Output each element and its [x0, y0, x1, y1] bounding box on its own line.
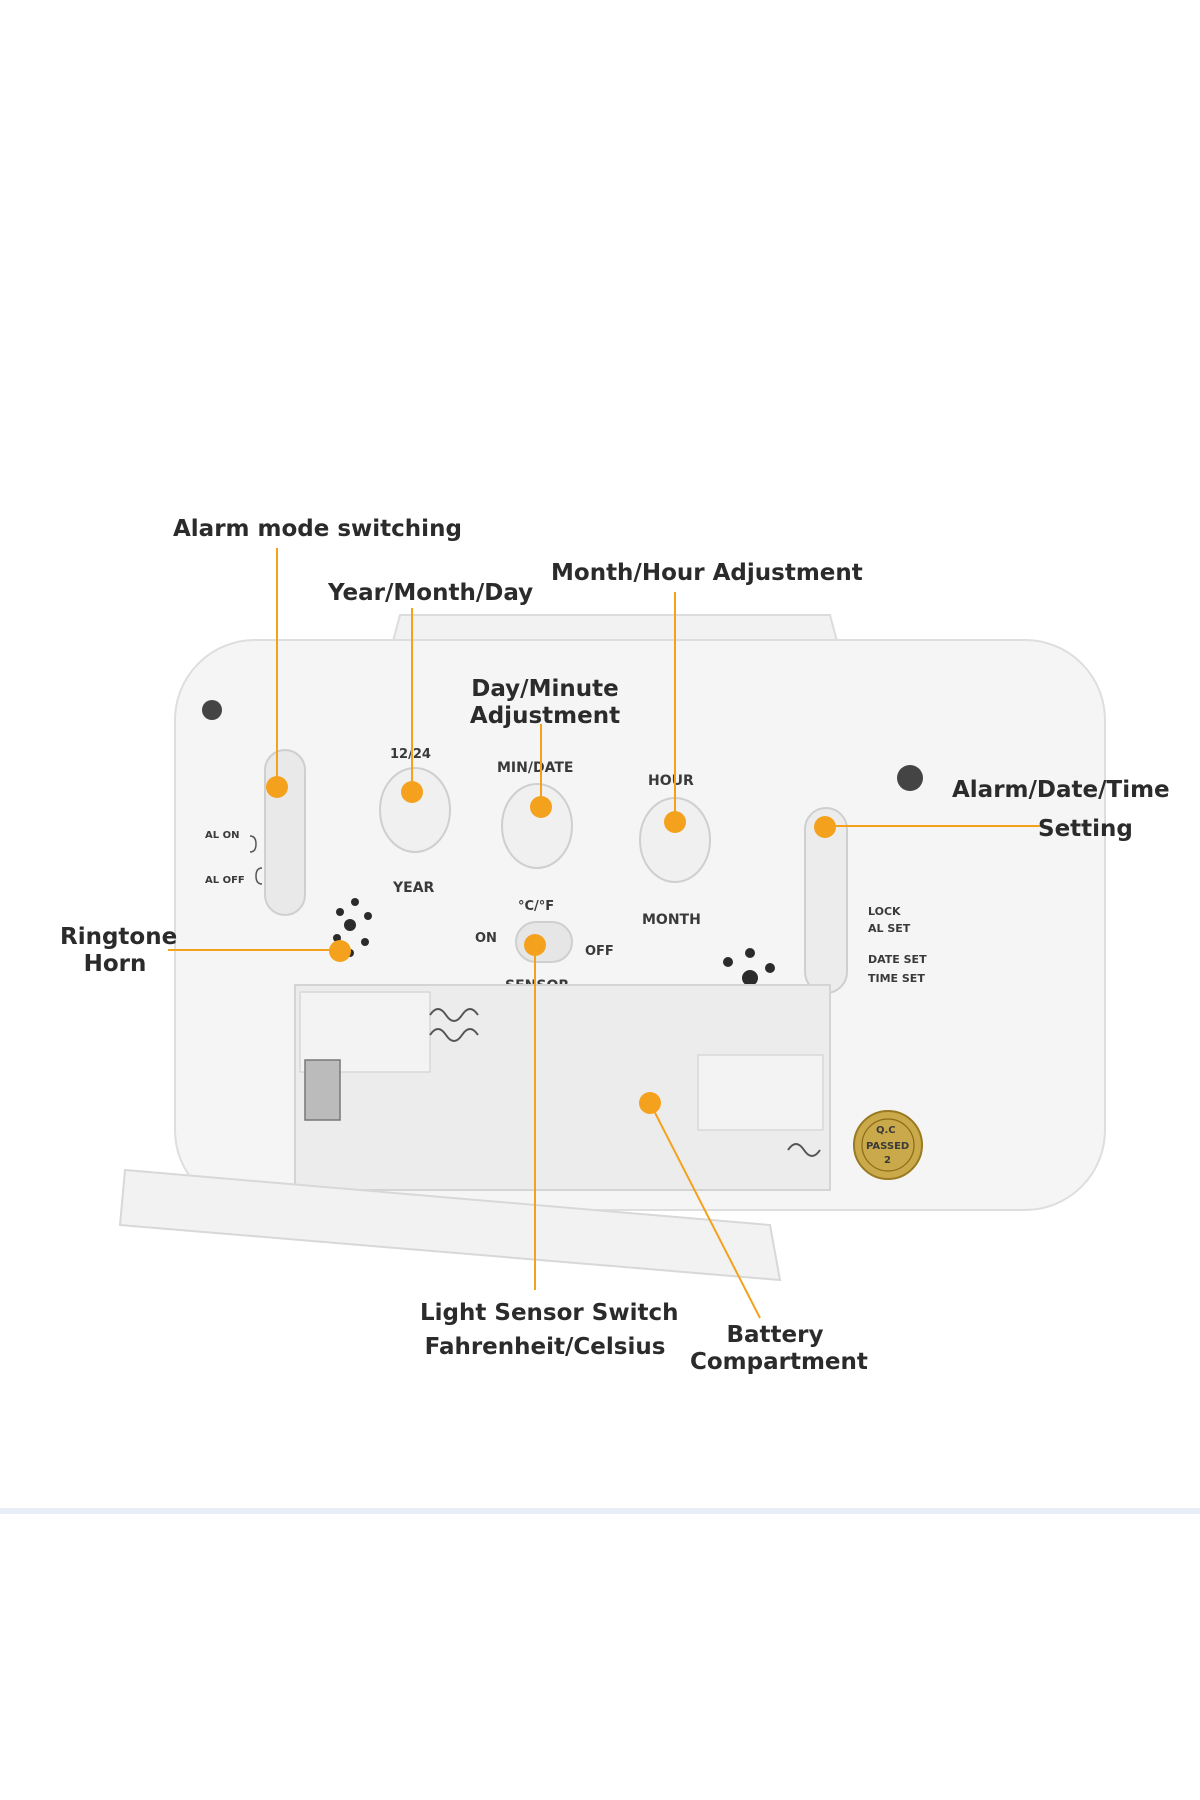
- label-day-minute: Day/Minute Adjustment: [440, 676, 650, 730]
- label-month-hour: Month/Hour Adjustment: [551, 560, 863, 586]
- battery-cover: [118, 1168, 782, 1282]
- al-off-text: AL OFF: [205, 875, 245, 886]
- label-alarm-date-time-1: Alarm/Date/Time: [952, 777, 1170, 803]
- label-alarm-date-time-2: Setting: [1038, 816, 1133, 842]
- button-min-date: [501, 783, 573, 869]
- btn-mindate-text: MIN/DATE: [497, 760, 573, 776]
- screw-hole-left: [202, 700, 222, 720]
- label-battery-line1: Battery: [726, 1322, 824, 1348]
- btn-hour-text: HOUR: [648, 773, 694, 789]
- qc-text-2: PASSED: [866, 1141, 909, 1152]
- lock-text: LOCK: [868, 905, 901, 918]
- date-set-text: DATE SET: [868, 953, 927, 966]
- label-alarm-mode: Alarm mode switching: [173, 516, 462, 542]
- label-year-month-day: Year/Month/Day: [328, 580, 534, 606]
- accent-dots: [266, 776, 836, 1114]
- label-ringtone-line2: Horn: [83, 951, 147, 977]
- button-1224: [379, 767, 451, 853]
- qc-seal: [853, 1110, 923, 1180]
- bottom-divider-band: [0, 1508, 1200, 1514]
- label-light-sensor-line1: Light Sensor Switch: [420, 1300, 679, 1326]
- battery-spring: [429, 1008, 821, 1157]
- label-ringtone: Ringtone Horn: [60, 924, 178, 978]
- label-day-minute-line2: Adjustment: [469, 703, 621, 729]
- label-battery-line2: Compartment: [690, 1349, 868, 1375]
- leader-lines: [168, 548, 1040, 1319]
- alarm-mode-switch: [264, 749, 306, 916]
- unit-text: °C/°F: [518, 899, 554, 914]
- qc-text-1: Q.C: [876, 1125, 896, 1136]
- off-text: OFF: [585, 944, 614, 959]
- label-battery: Battery Compartment: [690, 1322, 868, 1376]
- label-light-sensor: Light Sensor Switch Fahrenheit/Celsius: [420, 1296, 679, 1364]
- on-text: ON: [475, 931, 497, 946]
- screw-hole-right: [897, 765, 923, 791]
- al-on-text: AL ON: [205, 830, 239, 841]
- label-day-minute-line1: Day/Minute: [471, 676, 619, 702]
- label-ringtone-line1: Ringtone: [60, 924, 178, 950]
- btn-year-text: YEAR: [392, 880, 435, 896]
- speaker-left: [333, 898, 372, 957]
- al-set-text: AL SET: [868, 922, 911, 935]
- qc-text-3: 2: [884, 1155, 891, 1166]
- label-light-sensor-line2: Fahrenheit/Celsius: [424, 1334, 666, 1360]
- btn-1224-text: 12/24: [390, 747, 431, 762]
- btn-month-text: MONTH: [642, 912, 701, 928]
- time-set-text: TIME SET: [868, 972, 925, 985]
